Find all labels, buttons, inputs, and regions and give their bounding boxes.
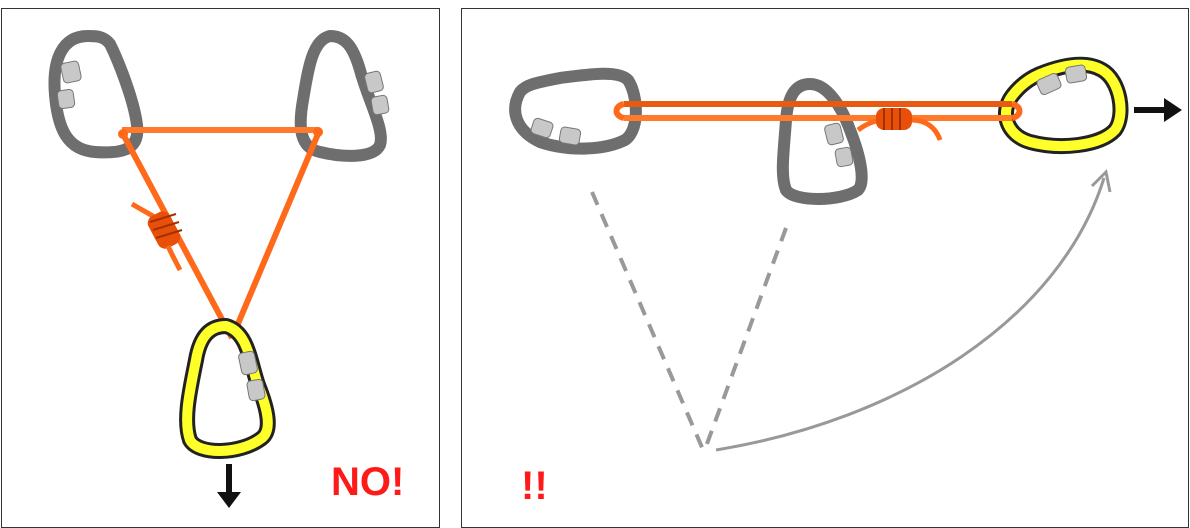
gate-sleeve [1064, 64, 1088, 84]
diagram-canvas [48, 30, 1182, 508]
warning-label-bang: !! [521, 464, 548, 508]
carabiner-top-left [48, 30, 144, 159]
load-arrow-right [1134, 98, 1182, 122]
carabiner-top-right [294, 30, 390, 162]
gate-sleeve [60, 60, 82, 84]
cord-loop-horizontal [613, 101, 1023, 121]
gate-sleeve [246, 378, 266, 402]
gate-sleeve [834, 146, 854, 168]
dashed-angle-lines [590, 191, 788, 453]
gate-sleeve [370, 94, 390, 116]
knot [856, 108, 943, 141]
carabiner-right-yellow [998, 56, 1129, 154]
carabiner-bottom-yellow [179, 318, 276, 459]
cord-triangle [118, 127, 323, 340]
gate-sleeve [558, 126, 582, 146]
gate-sleeve [1036, 72, 1062, 96]
shift-arc-arrow [715, 168, 1112, 452]
gate-sleeve [238, 350, 258, 376]
warning-label-no: NO! [331, 460, 405, 504]
gate-sleeve [530, 117, 554, 139]
knot [130, 201, 183, 272]
gate-sleeve [364, 70, 384, 94]
gate-sleeve [824, 122, 844, 146]
load-arrow-down [217, 464, 241, 508]
gate-sleeve [56, 88, 76, 110]
